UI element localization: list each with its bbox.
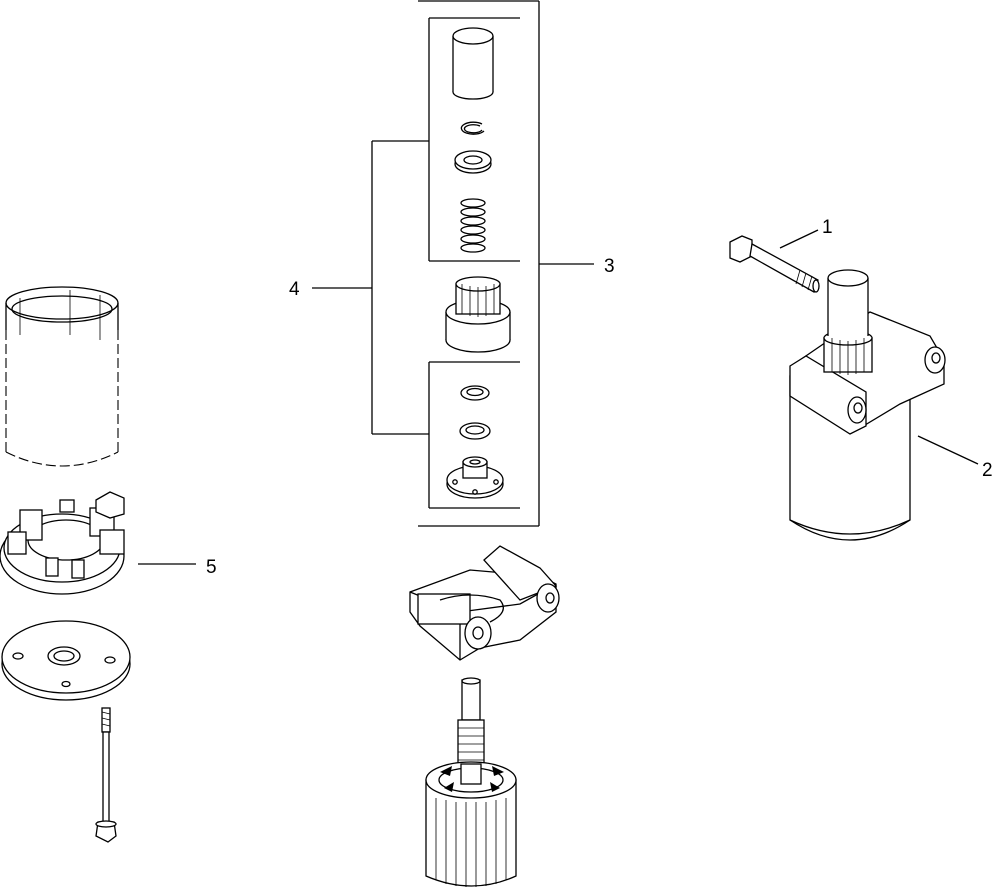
callout-leader-lines [138, 229, 979, 565]
callout-3: 3 [604, 256, 615, 277]
pinion-stop-sleeve-part [452, 27, 494, 100]
retaining-ring-part [460, 121, 485, 135]
callout-2: 2 [982, 460, 993, 481]
starter-housing-part [5, 286, 119, 467]
end-cap-plate-part [1, 620, 131, 701]
pinion-gear-part [445, 276, 511, 353]
thrust-washer-upper-part [460, 385, 490, 401]
thrust-washer-lower-part [459, 422, 491, 440]
assembly-bracket-lines [312, 0, 594, 527]
brush-plate-assembly-part [0, 491, 125, 595]
anti-drift-spring-part [460, 198, 486, 253]
stop-collar-part [454, 150, 492, 174]
starter-motor-assembly-part [789, 269, 946, 541]
drive-end-bracket-part [409, 545, 560, 661]
callout-4: 4 [289, 279, 300, 300]
through-bolt-part [95, 707, 117, 843]
armature-part [425, 677, 517, 887]
drive-hub-part [446, 456, 504, 499]
mounting-bolt-part [729, 235, 820, 293]
callout-1: 1 [822, 217, 833, 238]
callout-5: 5 [206, 557, 217, 578]
